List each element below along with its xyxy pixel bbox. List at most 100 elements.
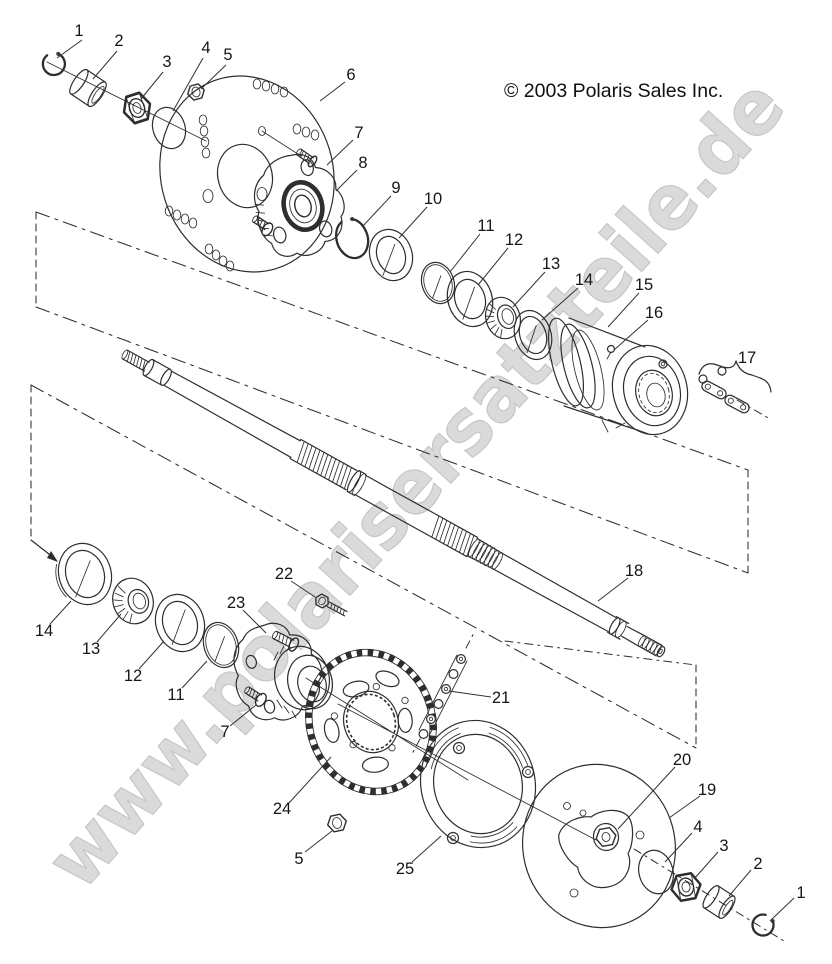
nut-5-lower xyxy=(327,813,347,833)
leader-line-br4 xyxy=(664,832,693,863)
part-callout-bl11: 11 xyxy=(167,686,184,704)
snap-ring-9 xyxy=(335,217,370,260)
snap-ring-1-top xyxy=(41,51,67,77)
washer-14 xyxy=(513,309,553,361)
alignment-lines xyxy=(305,677,597,841)
sprocket-24 xyxy=(305,648,437,796)
part-callout-p16: 16 xyxy=(645,304,663,322)
snap-ring-1-bottom xyxy=(751,913,775,937)
part-callout-b5: 5 xyxy=(294,850,303,868)
leader-line-p7 xyxy=(326,139,354,166)
bearing-housing-15 xyxy=(547,317,689,436)
part-callout-br4: 4 xyxy=(693,818,702,836)
washer-4-top xyxy=(151,106,187,150)
part-callout-br2: 2 xyxy=(753,855,762,873)
part-callout-p24: 24 xyxy=(273,800,291,818)
leader-line-br3 xyxy=(693,851,719,880)
leader-line-tl4 xyxy=(172,57,204,112)
part-callout-tl2: 2 xyxy=(114,32,123,50)
bearing-13-lower xyxy=(112,577,154,625)
part-callout-p17: 17 xyxy=(738,349,756,367)
seal-ring-12-lower xyxy=(154,593,206,653)
washer-14-lower xyxy=(55,542,113,606)
leader-line-br1 xyxy=(769,897,795,922)
part-callout-tl5: 5 xyxy=(223,46,232,64)
leader-line-bl13 xyxy=(96,613,122,643)
washer-4-bottom xyxy=(638,849,674,895)
nut-3-top xyxy=(122,91,152,125)
construction-lines xyxy=(30,211,785,942)
ring-stack-upper xyxy=(335,217,553,361)
retainer-ring-25 xyxy=(419,719,537,849)
leader-line-p21 xyxy=(448,690,492,698)
leader-line-b5 xyxy=(304,830,333,853)
part-callout-p10: 10 xyxy=(424,190,442,208)
part-callout-bl14: 14 xyxy=(35,622,53,640)
seal-ring-12 xyxy=(446,270,494,328)
stud-7-lower-2 xyxy=(244,686,267,707)
leader-line-p16 xyxy=(613,319,649,351)
leader-line-p8 xyxy=(335,169,358,192)
part-callout-p11: 11 xyxy=(477,217,494,235)
leader-line-p11 xyxy=(449,233,481,273)
leader-line-tl2 xyxy=(92,50,118,80)
hub-8 xyxy=(252,148,345,257)
disc-hole-pattern xyxy=(164,78,320,272)
ring-stack-lower xyxy=(55,542,240,669)
oring-11 xyxy=(420,261,456,305)
leader-line-br2 xyxy=(728,869,752,897)
small-parts-bottom-right xyxy=(638,849,775,937)
part-callout-br3: 3 xyxy=(719,837,728,855)
leader-line-p25 xyxy=(411,835,442,863)
leader-line-bl14 xyxy=(49,600,72,625)
leader-line-p23 xyxy=(242,609,267,634)
part-callout-br1: 1 xyxy=(796,884,805,902)
brake-disc-19 xyxy=(521,763,677,929)
part-callout-p18: 18 xyxy=(625,562,643,580)
leader-line-p6 xyxy=(319,81,346,102)
leader-line-tl3 xyxy=(140,71,164,100)
leader-line-b7 xyxy=(229,704,257,727)
leader-line-p14 xyxy=(541,287,579,321)
hub-stud-7b xyxy=(252,215,274,237)
part-callout-p22: 22 xyxy=(275,565,293,583)
part-callout-p9: 9 xyxy=(391,179,400,197)
seal-ring-10 xyxy=(368,228,414,282)
leader-line-p19 xyxy=(668,795,701,819)
hub-stud-7a xyxy=(296,148,318,168)
part-callout-p21: 21 xyxy=(492,689,510,707)
part-callout-p23: 23 xyxy=(227,594,245,612)
bushing-2-bottom xyxy=(702,885,736,919)
part-callout-bl13: 13 xyxy=(82,640,100,658)
leader-line-p13 xyxy=(512,271,546,308)
bolt-22 xyxy=(315,593,348,617)
leader-line-p20 xyxy=(617,766,676,830)
leader-line-p9 xyxy=(361,195,392,228)
part-callout-tl3: 3 xyxy=(162,53,171,71)
part-callout-b7: 7 xyxy=(220,723,229,741)
grease-fitting-16 xyxy=(606,344,616,360)
part-callout-p14: 14 xyxy=(575,271,593,289)
axle-nut-20 xyxy=(592,822,620,852)
part-callout-p6: 6 xyxy=(346,66,355,84)
copyright-text: © 2003 Polaris Sales Inc. xyxy=(504,80,723,102)
leader-line-p24 xyxy=(288,756,332,804)
master-link-17 xyxy=(698,360,772,414)
part-callout-p7: 7 xyxy=(354,124,363,142)
leader-line-tl1 xyxy=(56,39,83,59)
bushing-2-top xyxy=(69,68,107,108)
part-callout-p15: 15 xyxy=(635,276,653,294)
axle-shaft-18 xyxy=(121,349,666,658)
leader-lines xyxy=(49,39,795,922)
brake-disc-6 xyxy=(159,75,335,273)
part-callout-p13: 13 xyxy=(542,255,560,273)
leader-line-bl12 xyxy=(138,640,165,670)
leader-line-p12 xyxy=(477,247,509,286)
leader-line-tl5 xyxy=(200,64,227,90)
nut-3-bottom xyxy=(670,872,702,902)
leader-line-p18 xyxy=(597,577,629,602)
oring-11-lower xyxy=(202,621,240,669)
bearing-13 xyxy=(484,296,522,340)
